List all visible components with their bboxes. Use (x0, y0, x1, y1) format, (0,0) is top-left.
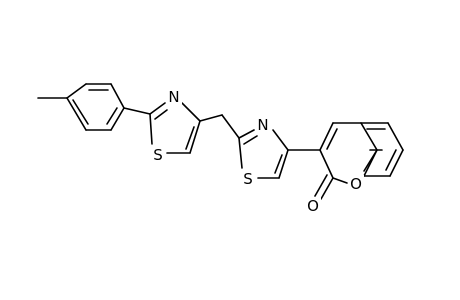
bond (149, 113, 153, 145)
bond (319, 149, 334, 179)
bond (332, 177, 348, 184)
bond (123, 107, 151, 115)
bond (319, 122, 334, 151)
bond (363, 149, 378, 177)
bond (199, 114, 223, 122)
bond-double-inner (326, 128, 338, 150)
bond-carbonyl (314, 174, 328, 197)
bond (110, 107, 125, 131)
bond-double-inner (72, 99, 89, 125)
atom-label: N (168, 88, 179, 106)
bond (110, 83, 125, 109)
bond-double-inner (185, 126, 195, 150)
bond-double-inner (385, 149, 397, 171)
atom-o-carbonyl: O (305, 197, 321, 215)
bond (66, 97, 87, 131)
coumarin-benzo-bonds (360, 122, 404, 177)
bond (238, 129, 255, 139)
bond-double-inner (154, 109, 168, 120)
bond (272, 129, 289, 151)
bond (389, 149, 404, 177)
atom-n-thiazole-left: N (166, 88, 182, 106)
bond-carbonyl (320, 177, 334, 200)
atom-label: S (243, 170, 253, 188)
atom-labels: N S N S O O (150, 88, 364, 215)
bond (189, 120, 201, 154)
bond-double-inner (243, 135, 258, 145)
tolyl-ring-bonds (66, 83, 125, 131)
atom-label: S (153, 146, 163, 164)
bond (238, 137, 243, 169)
atom-label: O (350, 175, 362, 193)
thiazole-right-bonds (238, 129, 289, 179)
thiazole-left-bonds (149, 102, 201, 154)
bond (181, 102, 201, 122)
bond (221, 114, 240, 139)
atom-o-ring: O (348, 175, 364, 193)
atom-s-thiazole-right: S (240, 170, 256, 188)
bond-double-inner (106, 107, 118, 125)
atom-label: N (257, 116, 268, 134)
coumarin-pyranone-bonds (319, 122, 378, 184)
bonds (37, 83, 404, 200)
bond (66, 83, 87, 99)
bond-double-inner (274, 154, 283, 174)
atom-s-thiazole-left: S (150, 146, 166, 164)
bond (149, 102, 166, 115)
bond (387, 122, 404, 151)
atom-n-thiazole-right: N (255, 116, 271, 134)
bond (360, 122, 378, 151)
bond (278, 149, 289, 179)
atom-label: O (307, 197, 319, 215)
